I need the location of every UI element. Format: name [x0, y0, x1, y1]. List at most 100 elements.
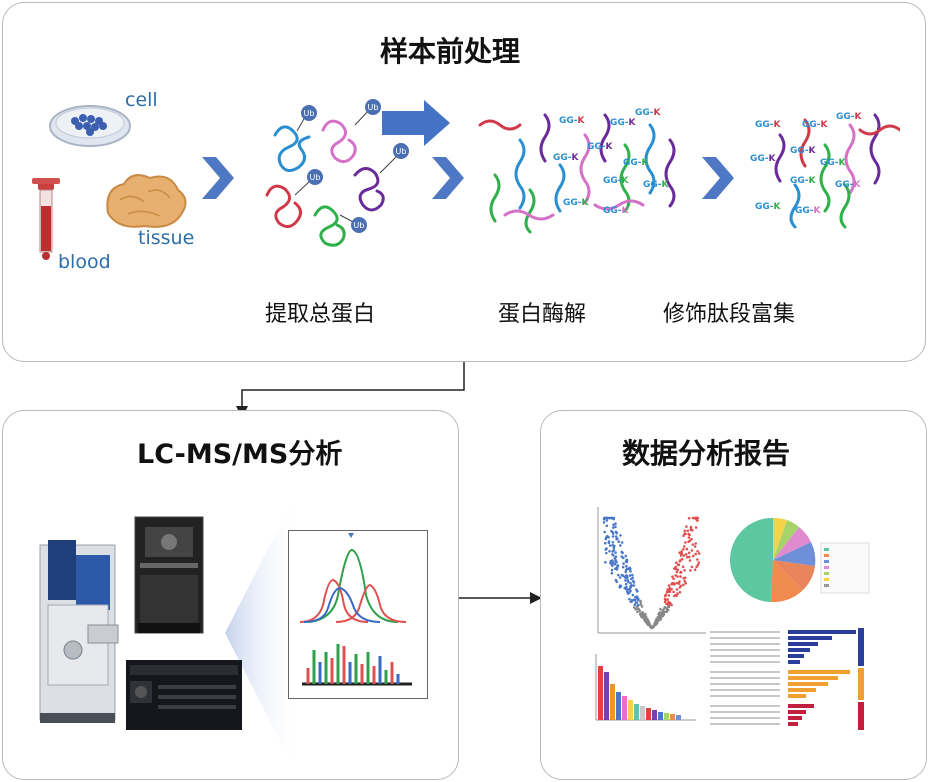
tissue-label: tissue	[138, 227, 195, 249]
volcano-point	[673, 582, 676, 585]
svg-text:GG-K: GG-K	[603, 206, 630, 216]
volcano-point	[629, 589, 632, 593]
volcano-point	[658, 616, 661, 619]
volcano-point	[689, 569, 692, 572]
volcano-point	[655, 620, 658, 624]
volcano-point	[696, 516, 700, 520]
volcano-point	[604, 561, 607, 564]
volcano-point	[692, 554, 695, 558]
volcano-point	[667, 584, 671, 587]
volcano-point	[676, 581, 679, 585]
volcano-point	[602, 521, 606, 524]
volcano-point	[649, 625, 653, 629]
bar-chart-thumbnail	[590, 648, 700, 738]
report-title: 数据分析报告	[622, 437, 791, 470]
volcano-point	[679, 571, 682, 574]
volcano-point	[664, 593, 668, 597]
volcano-point	[697, 552, 701, 555]
volcano-point	[618, 586, 622, 589]
volcano-point	[605, 519, 609, 522]
volcano-point	[690, 549, 694, 552]
volcano-point	[612, 523, 615, 527]
volcano-point	[668, 588, 671, 592]
volcano-point	[688, 533, 691, 537]
volcano-point	[684, 532, 687, 536]
flow-arrow-right	[458, 592, 542, 604]
volcano-point	[608, 516, 611, 520]
svg-text:GG-K: GG-K	[603, 176, 630, 186]
volcano-point	[611, 553, 615, 557]
volcano-point	[610, 571, 614, 575]
volcano-point	[688, 559, 692, 562]
volcano-point	[612, 561, 615, 564]
volcano-point	[670, 588, 673, 591]
volcano-point	[640, 615, 643, 619]
volcano-point	[625, 558, 628, 562]
volcano-point	[691, 516, 695, 520]
volcano-point	[642, 613, 646, 617]
chevron-right-icon	[702, 157, 734, 199]
volcano-point	[683, 529, 687, 533]
svg-text:GG-K: GG-K	[835, 180, 862, 190]
enriched-peptides-illustration: GG-K GG-K GG-K GG-K GG-K GG-K GG-K GG-K …	[750, 112, 900, 229]
volcano-point	[683, 569, 686, 572]
svg-text:GG-K: GG-K	[795, 206, 822, 216]
volcano-point	[629, 570, 632, 573]
volcano-point	[612, 546, 616, 550]
svg-text:GG-K: GG-K	[750, 154, 777, 164]
volcano-point	[624, 579, 627, 582]
volcano-point	[614, 535, 618, 538]
volcano-point	[615, 531, 619, 535]
volcano-point	[681, 565, 685, 569]
volcano-point	[659, 607, 662, 611]
volcano-point	[657, 612, 661, 615]
volcano-point	[686, 529, 690, 533]
svg-text:GG-K: GG-K	[587, 142, 614, 152]
volcano-point	[629, 581, 632, 585]
volcano-point	[694, 526, 698, 529]
volcano-point	[610, 568, 614, 572]
volcano-point	[622, 562, 625, 565]
volcano-point	[603, 530, 606, 534]
volcano-point	[626, 592, 630, 595]
volcano-point	[636, 610, 639, 614]
volcano-point	[631, 573, 634, 577]
volcano-point	[680, 552, 683, 555]
volcano-point	[683, 579, 686, 583]
volcano-point	[614, 551, 617, 554]
volcano-point	[669, 602, 672, 606]
ub-marker: Ub	[354, 221, 365, 230]
volcano-point	[625, 585, 628, 589]
volcano-point	[688, 555, 691, 559]
volcano-point	[693, 568, 697, 571]
volcano-point	[675, 588, 679, 591]
volcano-point	[663, 600, 667, 604]
volcano-point	[695, 565, 698, 569]
volcano-point	[607, 541, 611, 545]
volcano-plot-thumbnail	[590, 503, 710, 643]
volcano-point	[625, 567, 629, 571]
volcano-point	[672, 577, 675, 581]
ub-marker: Ub	[368, 103, 379, 112]
volcano-point	[631, 576, 634, 580]
volcano-point	[630, 584, 634, 587]
volcano-point	[619, 534, 622, 537]
volcano-point	[624, 576, 627, 579]
volcano-point	[624, 582, 628, 586]
volcano-point	[665, 602, 668, 606]
volcano-point	[676, 592, 679, 595]
volcano-point	[634, 601, 638, 604]
volcano-point	[694, 516, 697, 520]
protein-ub-illustration: Ub Ub Ub Ub Ub	[265, 99, 409, 247]
volcano-point	[659, 618, 662, 621]
volcano-point	[626, 579, 630, 582]
volcano-point	[687, 540, 690, 544]
volcano-point	[691, 543, 695, 546]
volcano-point	[605, 536, 608, 539]
digested-peptides-illustration: GG-K GG-K GG-K GG-K GG-K GG-K GG-K GG-K …	[478, 108, 676, 234]
volcano-point	[608, 544, 612, 547]
volcano-point	[696, 563, 700, 567]
svg-text:GG-K: GG-K	[790, 146, 817, 156]
volcano-point	[635, 607, 638, 611]
step-digestion: 蛋白酶解	[498, 302, 587, 327]
